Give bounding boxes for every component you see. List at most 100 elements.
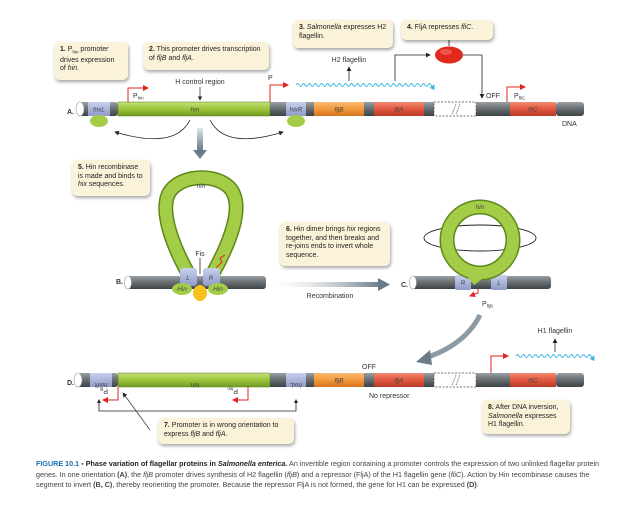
recombination-label: Recombination bbox=[307, 293, 354, 300]
p-hin-inverted: Phin bbox=[227, 387, 238, 395]
fljA-gene bbox=[374, 102, 424, 116]
step-arrow-down-head bbox=[193, 150, 207, 159]
caption-text: , thereby reorienting the promoter. Beca… bbox=[112, 480, 467, 489]
hix-L-site bbox=[180, 268, 197, 286]
note-7: 7. Promoter is in wrong orientation to e… bbox=[158, 418, 294, 444]
caption-heading: Phase variation of flagellar proteins in bbox=[85, 459, 218, 468]
hix-R-site bbox=[203, 268, 220, 286]
caption-bullet: ▪ bbox=[79, 459, 86, 468]
caption-heading-italic: Salmonella enterica. bbox=[217, 459, 288, 468]
off-label-a: OFF bbox=[486, 93, 500, 100]
caption-text: . bbox=[476, 480, 479, 489]
L-label-c: L bbox=[497, 280, 501, 287]
note-5: 5. Hin recombinase is made and binds to … bbox=[72, 160, 150, 196]
caption-text: , the bbox=[127, 469, 144, 479]
caption-ref: (A) bbox=[117, 469, 128, 479]
curved-arrow-right bbox=[209, 119, 284, 140]
dna-segment bbox=[556, 373, 584, 387]
fljA-gene-d bbox=[374, 373, 424, 387]
hin-protein-label: Hin bbox=[177, 286, 187, 293]
fljA-label-d: fljA bbox=[394, 378, 403, 385]
panel-d: D. hixR hin hixL fljB fljA fliC OFF No r… bbox=[67, 328, 595, 431]
dna-break bbox=[433, 372, 477, 388]
h2-mrna-wave bbox=[295, 83, 435, 91]
hin-protein-label: Hin bbox=[213, 286, 223, 293]
note-7-pointer bbox=[122, 392, 151, 431]
pfliC-label: PfliC bbox=[514, 93, 526, 101]
hixL-site bbox=[88, 102, 110, 116]
fliC-label-d: fliC bbox=[528, 378, 538, 385]
panel-a: A. hixL hin hixR fljB fljA fliC DNA Phin bbox=[67, 40, 584, 159]
curved-arrow-left bbox=[114, 119, 191, 140]
step-arrow-c-to-d bbox=[424, 313, 483, 361]
h1-mrna-wave bbox=[515, 354, 595, 362]
fliC-gene bbox=[510, 102, 556, 116]
recombination-arrow bbox=[260, 282, 380, 287]
phin-label: Phin bbox=[133, 93, 144, 101]
dna-segment bbox=[270, 373, 286, 387]
dna-segment bbox=[270, 102, 286, 116]
h2-flagellin-label: H2 flagellin bbox=[332, 57, 367, 64]
fljB-gene bbox=[314, 102, 364, 116]
fljB-promoter-arrow bbox=[269, 82, 289, 102]
caption-ref: (D) bbox=[466, 480, 477, 489]
dna-segment bbox=[424, 373, 434, 387]
promoter-arrow-b bbox=[215, 254, 226, 269]
control-region-label: H control region bbox=[175, 79, 225, 86]
hixL-label-inverted: hixL bbox=[290, 381, 302, 388]
dna-segment bbox=[306, 102, 314, 116]
fljB-label-d: fljB bbox=[334, 378, 344, 385]
hin-loop bbox=[159, 171, 243, 278]
fis-label: Fis bbox=[195, 251, 205, 258]
loop-join bbox=[466, 268, 482, 286]
hin-loop-label: hin bbox=[197, 183, 206, 190]
caption-gene: fljB bbox=[286, 469, 297, 479]
hixL-label: hixL bbox=[93, 107, 105, 114]
dna-end-cap bbox=[124, 275, 132, 290]
caption-text: ). Action by Hin recombinase causes the … bbox=[36, 469, 590, 490]
fljA-label: fljA bbox=[394, 107, 403, 114]
repression-arrow bbox=[463, 54, 485, 99]
h1-flagellin-label: H1 flagellin bbox=[538, 328, 573, 335]
hin-label-inverted: hin bbox=[190, 381, 199, 388]
R-label: R bbox=[209, 275, 214, 282]
off-label-d: OFF bbox=[362, 364, 376, 371]
hin-protein-left bbox=[90, 115, 108, 127]
break-mark bbox=[451, 374, 461, 386]
hixR-site-inverted bbox=[90, 373, 112, 387]
step-arrow-c-to-d-head bbox=[416, 350, 432, 365]
panel-b: B. hin L R Fis Hin Hin bbox=[116, 170, 266, 301]
hixL-site-inverted bbox=[286, 373, 306, 387]
dna-segment bbox=[364, 373, 374, 387]
dna-end-cap bbox=[73, 372, 83, 388]
dna-segment bbox=[556, 102, 584, 116]
hixR-label: hixR bbox=[289, 107, 302, 114]
repressor-highlight bbox=[440, 49, 452, 55]
panel-d-label: D. bbox=[67, 380, 74, 387]
fljA-to-repressor-arrow bbox=[394, 52, 431, 81]
fljA-repressor-protein bbox=[435, 46, 463, 64]
phin-promoter-arrow bbox=[127, 85, 149, 102]
caption-text: ) and a repressor (FljA) of the H1 flage… bbox=[296, 469, 451, 479]
dna-segment bbox=[476, 373, 510, 387]
note-3: 3. Salmonella expresses H2 flagellin. bbox=[293, 20, 393, 48]
hin-gene-label: hin bbox=[191, 107, 200, 114]
caption-text: An invertible region containing a promot… bbox=[36, 459, 600, 479]
bracket-arrowheads bbox=[97, 399, 298, 403]
break-mark bbox=[451, 103, 461, 115]
inverted-promoter-arrow-1 bbox=[102, 387, 119, 403]
hin-protein bbox=[172, 283, 192, 295]
note-8: 8. After DNA inversion, Salmonella expre… bbox=[482, 400, 570, 434]
note-6: 6. Hin dimer brings hix regions together… bbox=[280, 222, 390, 266]
pfliC-promoter-arrow bbox=[506, 84, 526, 102]
L-label: L bbox=[186, 275, 190, 282]
dna-segment bbox=[306, 373, 314, 387]
hin-protein-right bbox=[287, 115, 305, 127]
dna-segment bbox=[424, 102, 434, 116]
dna-end-cap bbox=[409, 275, 417, 290]
fis-protein bbox=[193, 285, 207, 301]
panel-b-label: B. bbox=[116, 279, 123, 286]
note-1: 1. Phin promoter drives expression of hi… bbox=[54, 42, 128, 80]
fljB-gene-d bbox=[314, 373, 364, 387]
